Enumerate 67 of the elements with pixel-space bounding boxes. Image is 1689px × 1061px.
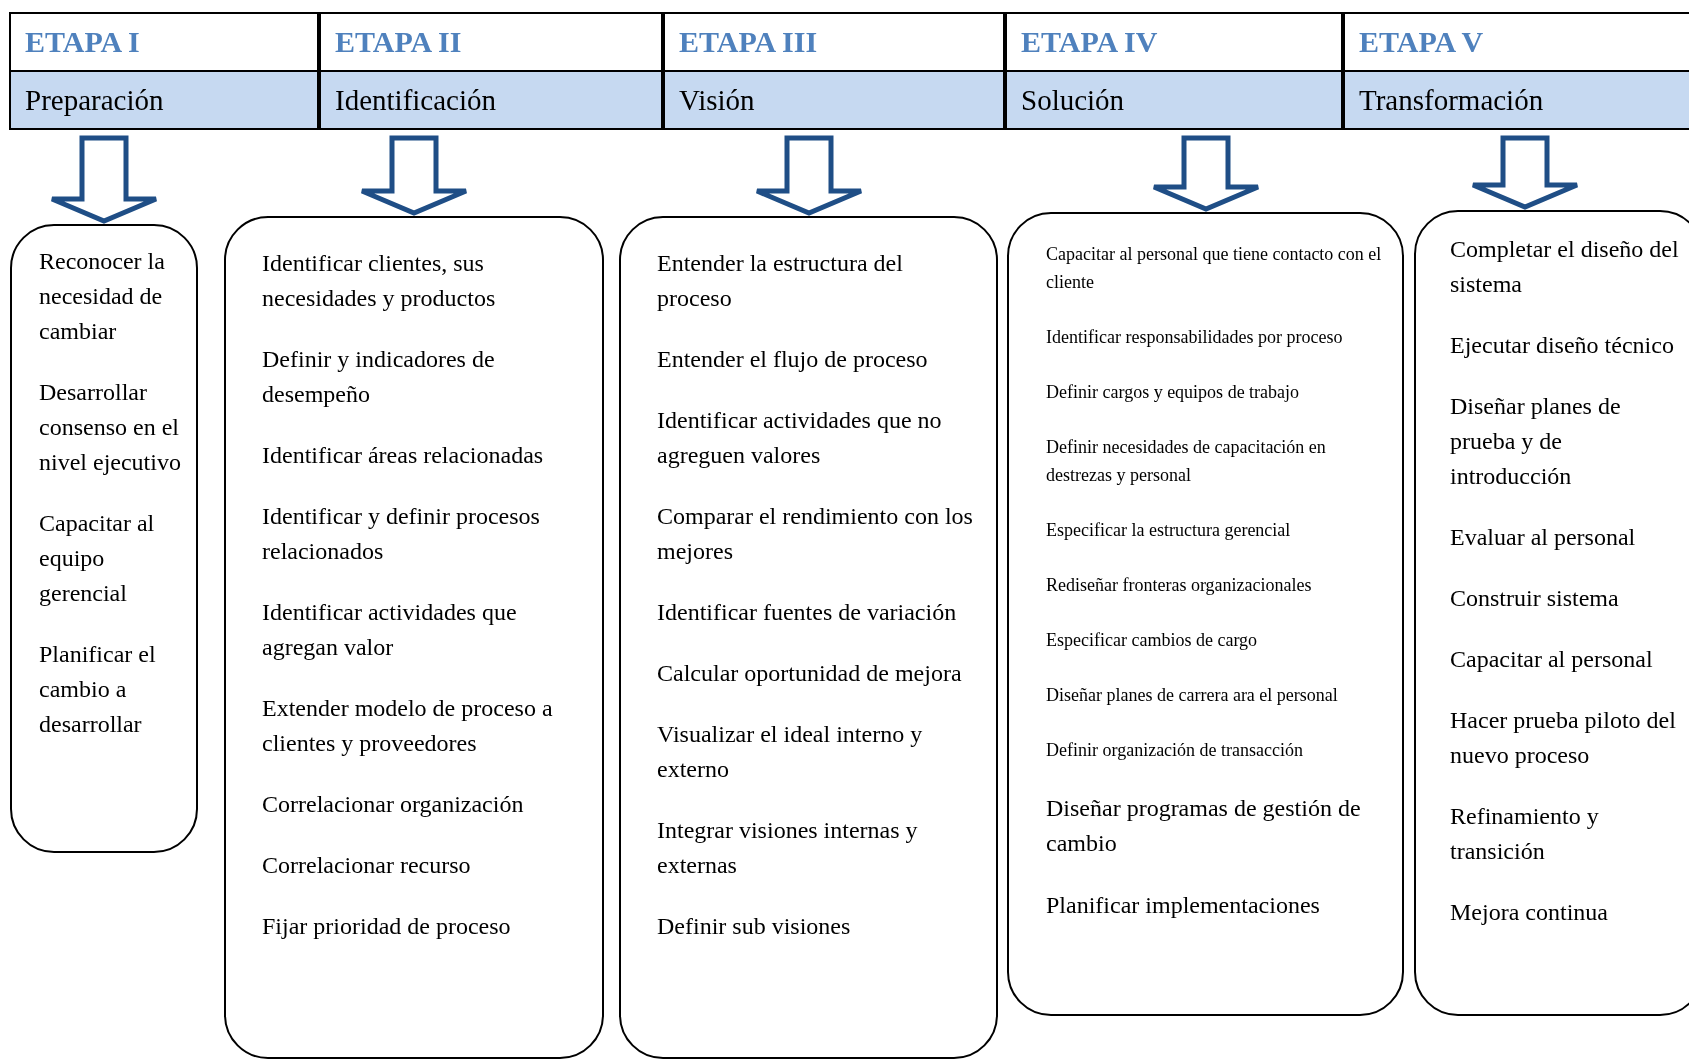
task-item: Planificar implementaciones bbox=[1046, 891, 1321, 920]
task-list-box bbox=[1414, 210, 1689, 1016]
stage-number: ETAPA V bbox=[1359, 27, 1484, 57]
stage-number: ETAPA I bbox=[25, 27, 140, 57]
task-item: Identificar actividades que agregan valor bbox=[262, 598, 518, 662]
block-arrow bbox=[359, 135, 469, 216]
block-arrow bbox=[754, 135, 864, 216]
task-item: Capacitar al equipo gerencial bbox=[39, 509, 156, 608]
task-item: Ejecutar diseño técnico bbox=[1450, 331, 1675, 360]
task-item: Especificar la estructura gerencial bbox=[1046, 519, 1292, 542]
task-item: Mejora continua bbox=[1450, 898, 1609, 927]
task-item: Entender la estructura del proceso bbox=[657, 249, 904, 313]
stage-number: ETAPA IV bbox=[1021, 27, 1158, 57]
stage-name: Transformación bbox=[1359, 85, 1544, 115]
task-list-box bbox=[619, 216, 998, 1059]
task-item: Capacitar al personal que tiene contacto con el cliente bbox=[1046, 243, 1382, 294]
task-item: Calcular oportunidad de mejora bbox=[657, 659, 963, 688]
stage-name: Identificación bbox=[335, 85, 497, 115]
task-item: Definir organización de transacción bbox=[1046, 739, 1305, 762]
task-item: Correlacionar organización bbox=[262, 790, 525, 819]
block-arrow bbox=[49, 135, 159, 224]
task-item: Definir sub visiones bbox=[657, 912, 852, 941]
task-item: Identificar actividades que no agreguen valores bbox=[657, 406, 943, 470]
task-item: Entender el flujo de proceso bbox=[657, 345, 929, 374]
task-list-box bbox=[10, 224, 198, 853]
task-item: Refinamiento y transición bbox=[1450, 802, 1600, 866]
task-item: Diseñar programas de gestión de cambio bbox=[1046, 794, 1362, 858]
task-item: Fijar prioridad de proceso bbox=[262, 912, 512, 941]
stage-header-cell bbox=[663, 12, 1005, 130]
task-item: Integrar visiones internas y externas bbox=[657, 816, 919, 880]
task-item: Evaluar al personal bbox=[1450, 523, 1637, 552]
task-item: Definir y indicadores de desempeño bbox=[262, 345, 496, 409]
task-item: Desarrollar consenso en el nivel ejecutivo bbox=[39, 378, 182, 477]
stage-name: Preparación bbox=[25, 85, 164, 115]
task-item: Hacer prueba piloto del nuevo proceso bbox=[1450, 706, 1677, 770]
task-item: Definir necesidades de capacitación en destrezas y personal bbox=[1046, 436, 1327, 487]
task-item: Definir cargos y equipos de trabajo bbox=[1046, 381, 1301, 404]
task-item: Planificar el cambio a desarrollar bbox=[39, 640, 157, 739]
task-item: Capacitar al personal bbox=[1450, 645, 1654, 674]
task-list-box bbox=[224, 216, 604, 1059]
stage-header-cell bbox=[319, 12, 663, 130]
block-arrow bbox=[1151, 135, 1261, 212]
task-item: Construir sistema bbox=[1450, 584, 1620, 613]
task-item: Identificar clientes, sus necesidades y productos bbox=[262, 249, 497, 313]
task-item: Correlacionar recurso bbox=[262, 851, 472, 880]
task-item: Comparar el rendimiento con los mejores bbox=[657, 502, 974, 566]
task-item: Reconocer la necesidad de cambiar bbox=[39, 247, 166, 346]
task-item: Identificar fuentes de variación bbox=[657, 598, 958, 627]
block-arrow bbox=[1470, 135, 1580, 210]
task-item: Extender modelo de proceso a clientes y proveedores bbox=[262, 694, 554, 758]
stage-header-cell bbox=[1343, 12, 1689, 130]
task-item: Identificar responsabilidades por proceso bbox=[1046, 326, 1344, 349]
task-item: Diseñar planes de carrera ara el personal bbox=[1046, 684, 1339, 707]
task-item: Especificar cambios de cargo bbox=[1046, 629, 1259, 652]
task-item: Identificar y definir procesos relacionados bbox=[262, 502, 541, 566]
stage-header-cell bbox=[1005, 12, 1343, 130]
stage-name: Solución bbox=[1021, 85, 1125, 115]
task-item: Rediseñar fronteras organizacionales bbox=[1046, 574, 1313, 597]
task-item: Visualizar el ideal interno y externo bbox=[657, 720, 924, 784]
task-list-box bbox=[1007, 212, 1404, 1016]
stage-number: ETAPA II bbox=[335, 27, 462, 57]
task-item: Completar el diseño del sistema bbox=[1450, 235, 1680, 299]
stage-header-cell bbox=[9, 12, 319, 130]
stage-number: ETAPA III bbox=[679, 27, 818, 57]
stage-name: Visión bbox=[679, 85, 755, 115]
task-item: Diseñar planes de prueba y de introducción bbox=[1450, 392, 1622, 491]
task-item: Identificar áreas relacionadas bbox=[262, 441, 545, 470]
